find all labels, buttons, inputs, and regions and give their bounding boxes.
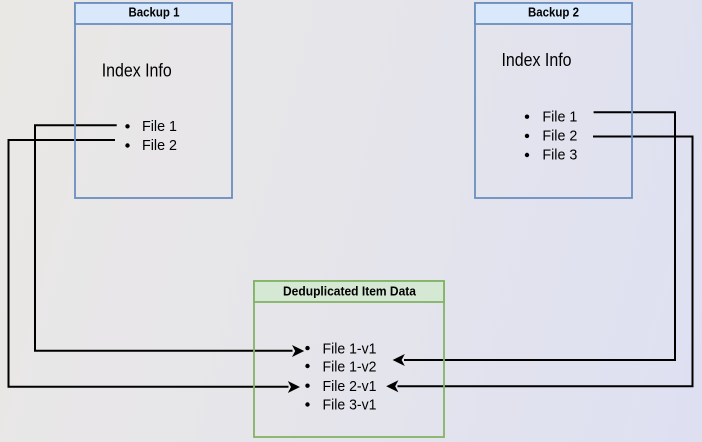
svg-text:Index Info: Index Info — [502, 50, 572, 70]
svg-text:File 1-v1: File 1-v1 — [323, 340, 377, 357]
svg-text:File 3: File 3 — [542, 147, 577, 164]
svg-text:File 2: File 2 — [142, 137, 177, 154]
svg-text:File 1: File 1 — [542, 108, 577, 125]
svg-text:Backup 2: Backup 2 — [528, 4, 579, 19]
svg-text:File 1-v2: File 1-v2 — [323, 358, 377, 375]
svg-text:File 2: File 2 — [542, 128, 577, 145]
svg-text:Deduplicated Item Data: Deduplicated Item Data — [283, 283, 417, 298]
svg-text:File 1: File 1 — [142, 118, 177, 135]
svg-text:Backup 1: Backup 1 — [129, 4, 180, 19]
svg-text:File 2-v1: File 2-v1 — [323, 378, 377, 395]
svg-text:File 3-v1: File 3-v1 — [323, 397, 377, 414]
svg-text:Index Info: Index Info — [102, 60, 172, 80]
